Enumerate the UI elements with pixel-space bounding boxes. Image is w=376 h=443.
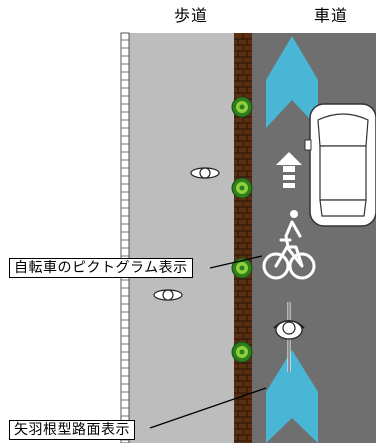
shrub-icon [231, 96, 253, 118]
shrub-icon [231, 177, 253, 199]
sidewalk-header: 歩道 [174, 6, 209, 25]
sidewalk-area [122, 33, 234, 443]
direction-arrow-icon [276, 152, 302, 188]
pedestrian-top-view-icon [153, 289, 183, 301]
roadway-header: 車道 [314, 6, 349, 25]
building-edge [120, 32, 130, 443]
arrow-feather-marking-bottom [266, 350, 318, 443]
arrow-feather-marking-top [266, 36, 318, 128]
shrub-icon [231, 341, 253, 363]
shrub-icon [231, 257, 253, 279]
pedestrian-top-view-icon [190, 167, 220, 179]
arrow-feather-marking-callout: 矢羽根型路面表示 [9, 420, 135, 440]
bicycle-pictogram-icon [262, 210, 316, 280]
cyclist-top-view-icon [273, 302, 305, 372]
bicycle-callout-leader [209, 255, 263, 269]
bicycle-pictogram-callout: 自転車のピクトグラム表示 [9, 258, 193, 278]
car-top-view-icon [304, 103, 376, 227]
brick-planting-strip [234, 33, 252, 443]
marking-callout-leader [149, 387, 267, 429]
